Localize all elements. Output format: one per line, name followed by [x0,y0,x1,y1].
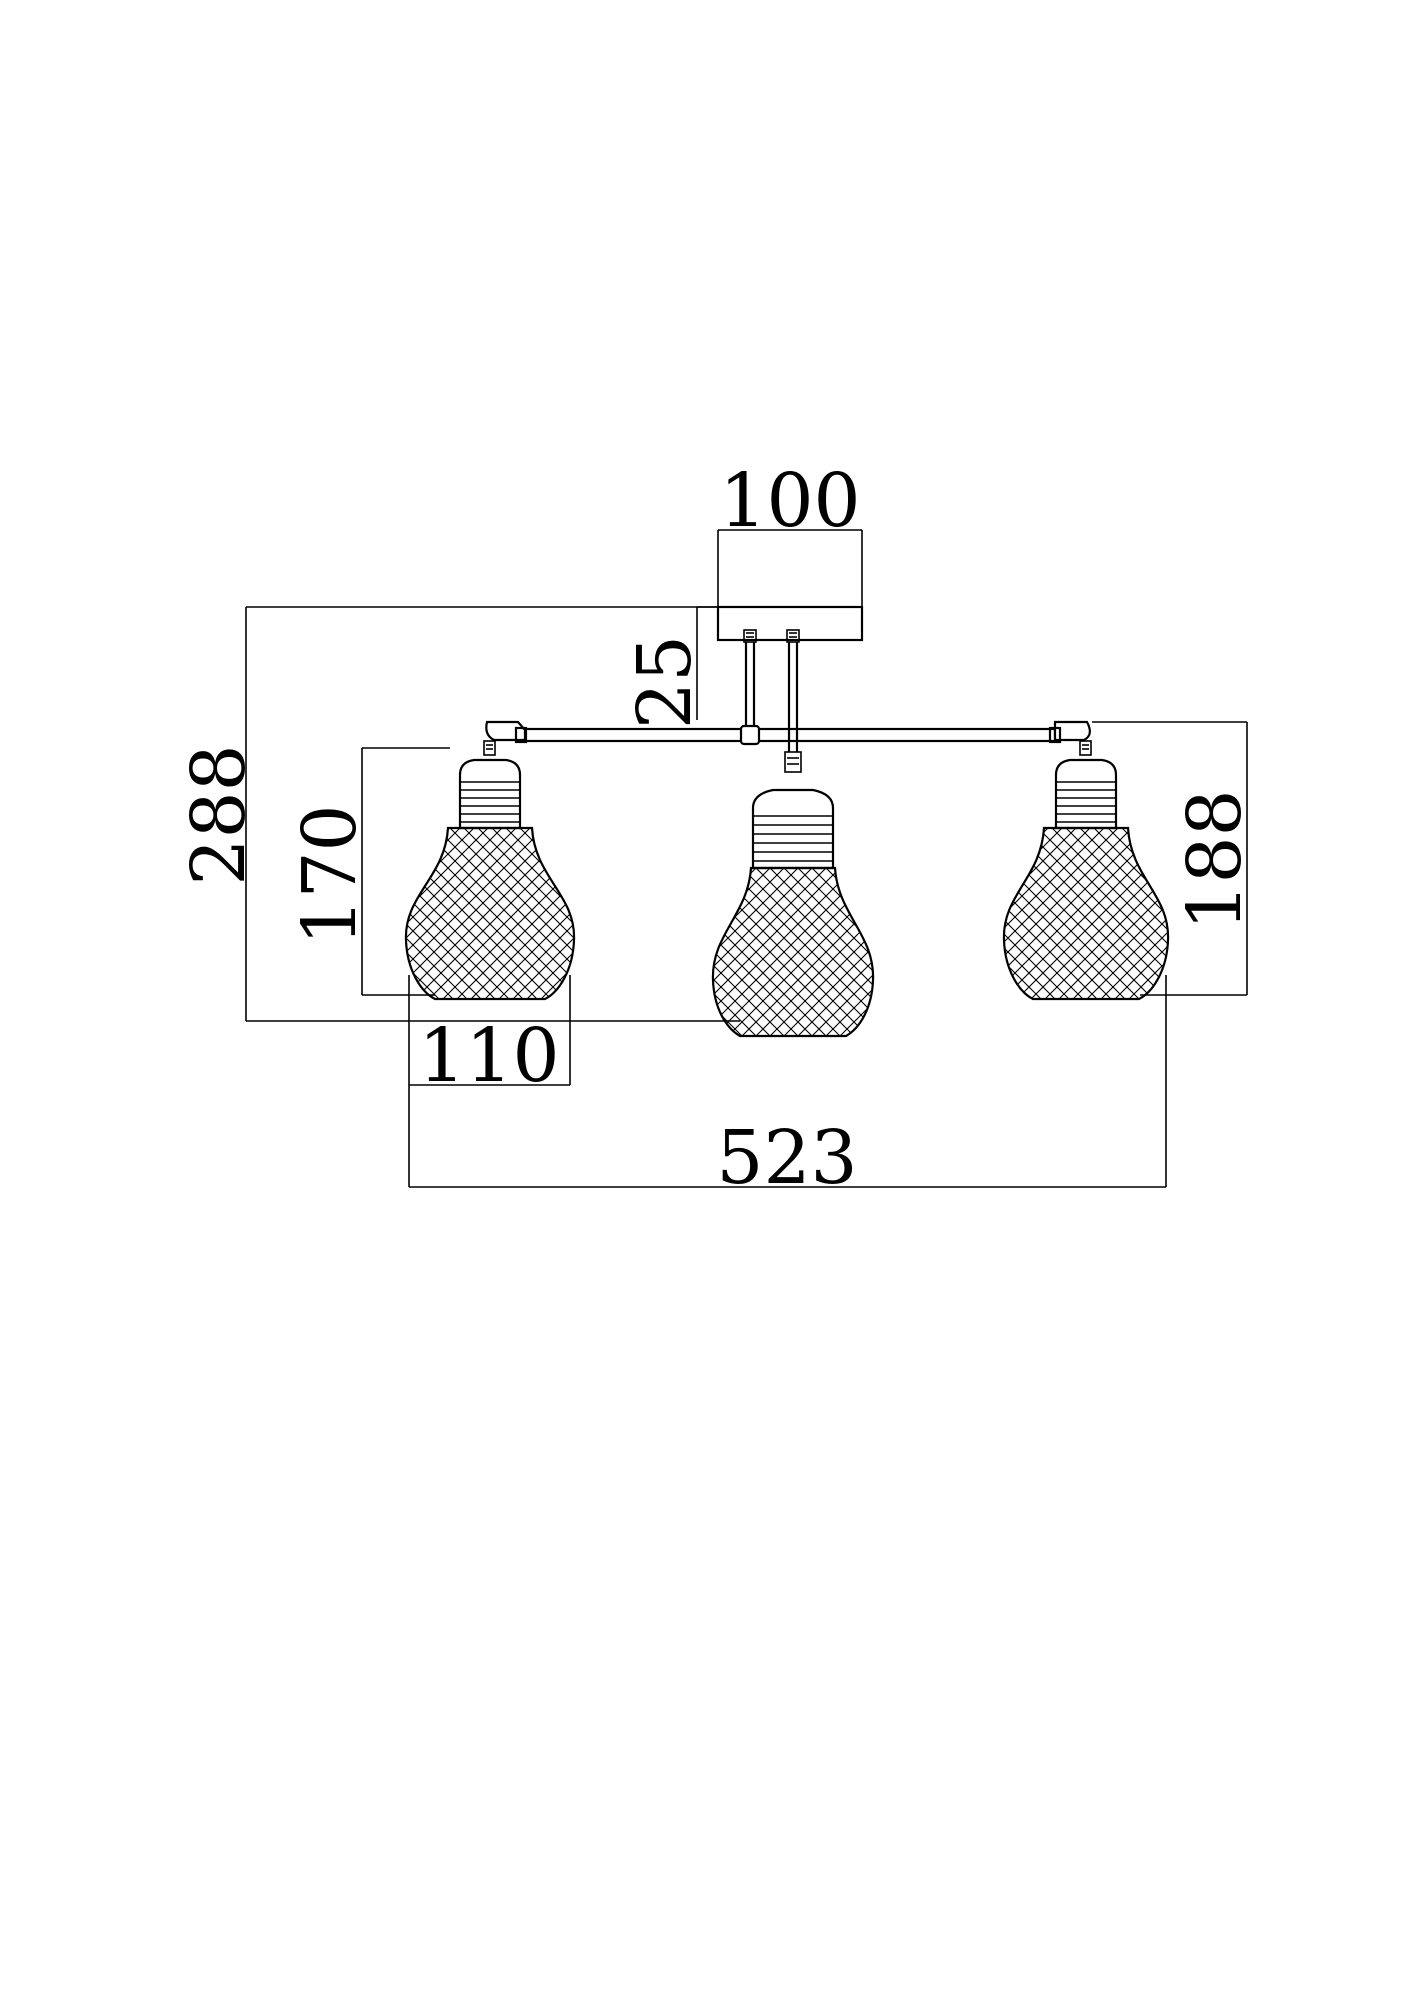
dim-shade-height: 170 [287,804,373,945]
dim-total-height: 288 [176,744,262,885]
canopy-stems [743,629,800,752]
lamp-left [404,740,576,1001]
shade-center [711,866,875,1038]
canopy [716,605,864,642]
dim-side-height: 188 [1172,789,1258,930]
dim-canopy-height: 25 [622,635,708,729]
dim-total-width: 523 [716,1115,857,1201]
dimension-labels: 100 25 288 170 188 110 523 [176,458,1258,1201]
shade-right [1002,826,1170,1001]
lamp-right [1002,740,1170,1001]
lamp-center [711,751,875,1038]
horizontal-arm [485,720,1091,746]
dim-shade-width: 110 [418,1013,559,1099]
fixture [404,605,1170,1038]
shade-left [404,826,576,1001]
dim-canopy-width: 100 [719,458,860,544]
dimension-lines [245,529,1248,1188]
